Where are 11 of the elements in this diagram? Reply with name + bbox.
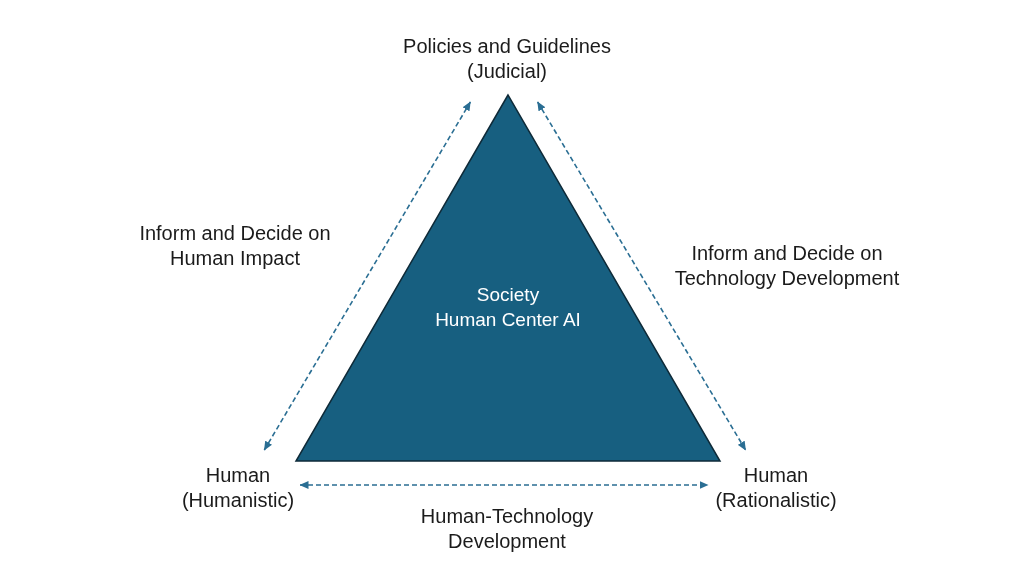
node-text: Society <box>476 283 540 307</box>
double-arrow <box>536 101 747 451</box>
corner-label: Human (Humanistic) <box>176 450 300 513</box>
double-arrow <box>299 481 709 489</box>
corner-label: Human (Rationalistic) <box>708 450 844 513</box>
edge-label: Human-Technology Development <box>419 504 595 554</box>
edge-label: Inform and Decide on Technology Development <box>673 241 901 291</box>
edge-label: Inform and Decide on Human Impact <box>138 221 332 271</box>
double-arrow <box>263 101 472 451</box>
node-text: Human Center AI <box>435 308 581 332</box>
corner-label: Policies and Guidelines (Judicial) <box>396 34 618 102</box>
